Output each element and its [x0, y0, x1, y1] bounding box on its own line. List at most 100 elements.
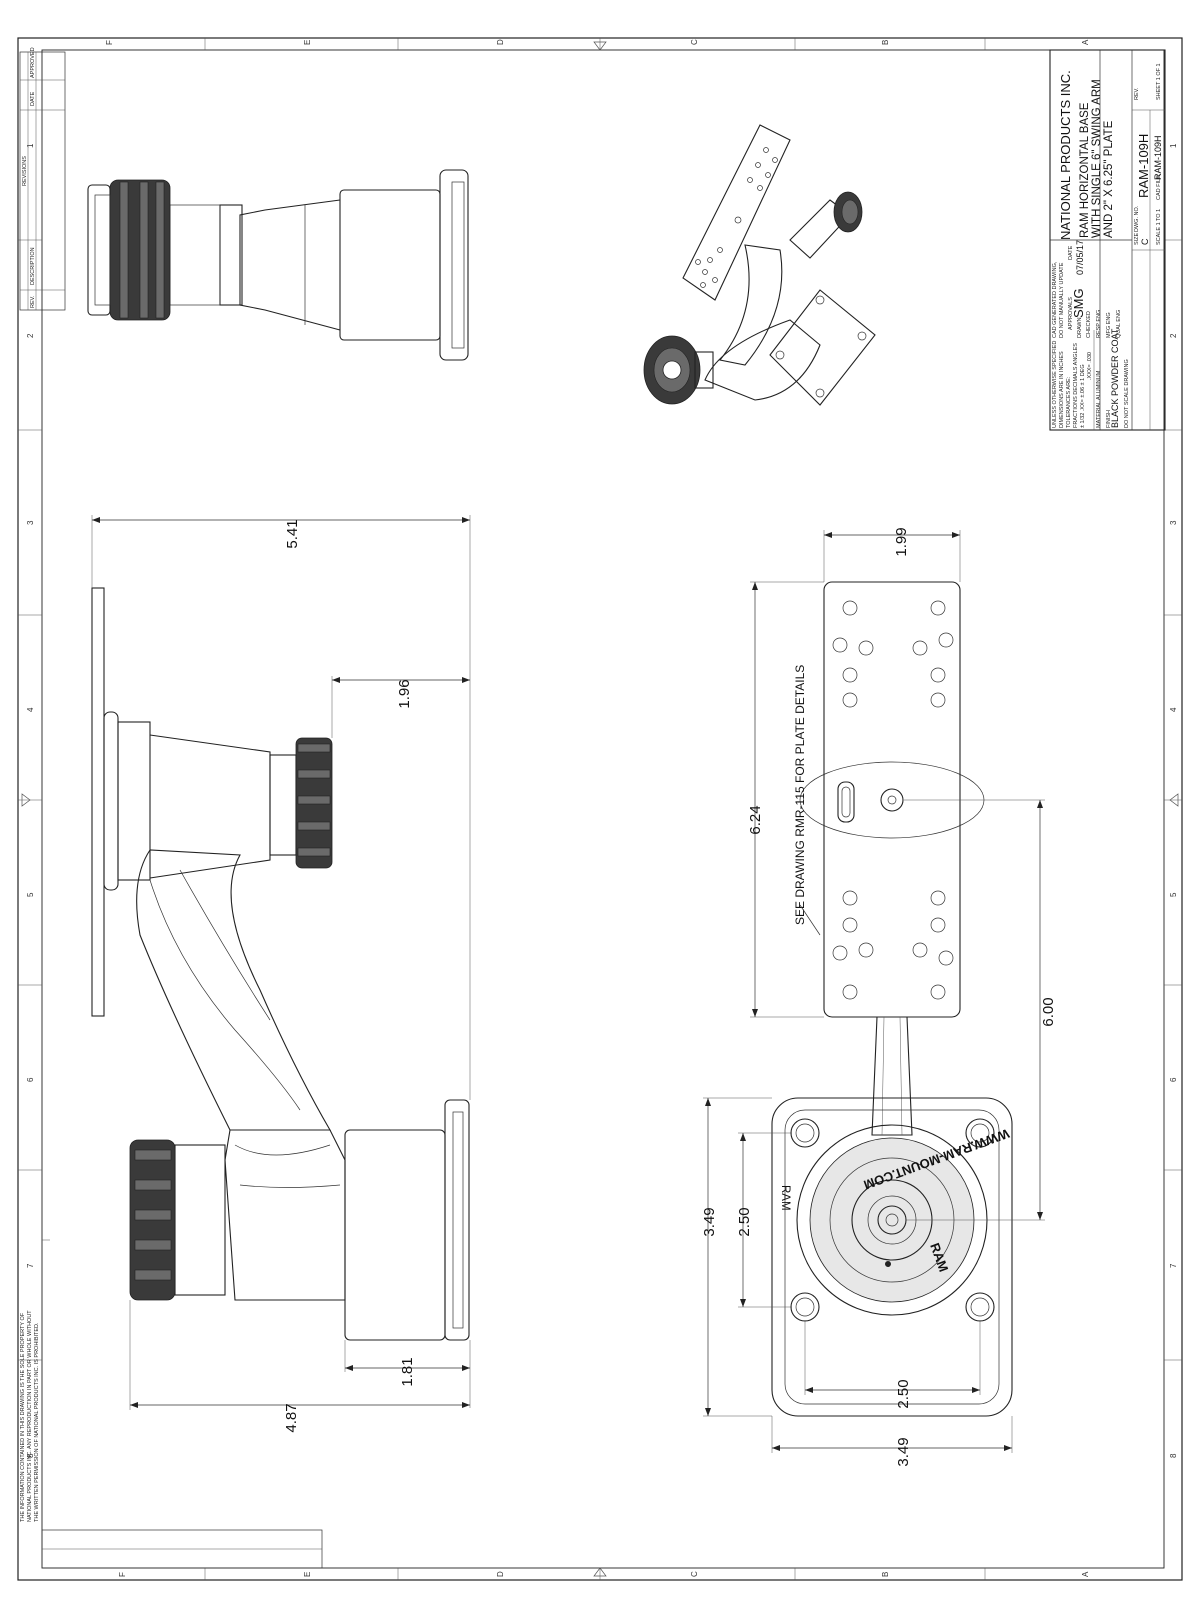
zone-letter: A [1081, 39, 1090, 45]
plate-details-note: SEE DRAWING RMR-115 FOR PLATE DETAILS [793, 665, 807, 925]
material-value: ALUMINUM [1096, 370, 1102, 400]
zone-letter: C [690, 39, 699, 45]
drawn-label: DRAWN [1077, 317, 1083, 338]
revisions-col-description: DESCRIPTION [30, 247, 36, 285]
spec-line-6: .XXX= .030 [1087, 352, 1093, 380]
cad-line-2: DO NOT MANUALLY UPDATE [1059, 262, 1065, 338]
isometric-view [643, 124, 876, 406]
zone-number: 7 [26, 1263, 35, 1268]
outer-border [17, 37, 1183, 1581]
legal-line-3: THE WRITTEN PERMISSION OF NATIONAL PRODU… [34, 1322, 40, 1522]
sheet-label: SHEET 1 OF 1 [1156, 63, 1162, 100]
center-mark-top [593, 41, 607, 51]
finish-value: BLACK POWDER COAT [1110, 328, 1120, 428]
ram-logo-text: RAM [779, 1185, 791, 1211]
revisions-col-approved: APPROVED [30, 47, 36, 78]
legal-line-2: NATIONAL PRODUCTS INC. ANY REPRODUCTION … [27, 1310, 33, 1522]
zone-letters-bottom: F E D C B A [118, 1571, 1090, 1577]
revisions-table: REVISIONS REV. DESCRIPTION DATE APPROVED [19, 47, 66, 311]
center-mark-right [1169, 793, 1179, 807]
side-view [91, 587, 470, 1341]
dim-side-total-length: 5.41 [284, 519, 301, 548]
cad-file-value: RAM-109H [1153, 135, 1163, 180]
size-value: C [1140, 238, 1150, 245]
side-view-dimensions: 5.41 1.96 1.81 4.87 [91, 515, 471, 1433]
qual-eng-label: QUAL ENG [1116, 310, 1122, 338]
dim-side-overall: 4.87 [283, 1403, 300, 1432]
zone-number: 8 [26, 1453, 35, 1458]
zone-numbers-left: 1 2 3 4 5 6 7 8 [26, 143, 35, 1458]
do-not-scale: DO NOT SCALE DRAWING [1124, 359, 1130, 428]
dim-side-base-height: 1.81 [399, 1357, 416, 1386]
drawn-value: SMG [1071, 288, 1086, 318]
zone-number: 2 [1169, 333, 1178, 338]
zone-letter: D [496, 39, 505, 45]
inner-border [41, 49, 1165, 1569]
dim-side-knob-offset: 1.96 [396, 679, 413, 708]
checked-label: CHECKED [1086, 311, 1092, 338]
zone-ticks [18, 38, 1182, 1580]
dim-top-plate-width: 1.99 [893, 527, 910, 556]
zone-letter: B [881, 40, 890, 45]
zone-letters-top: F E D C B A [105, 39, 1090, 45]
company-name: NATIONAL PRODUCTS INC. [1058, 70, 1073, 240]
approvals-label: APPROVALS [1068, 297, 1074, 330]
dim-top-center-distance: 6.00 [1040, 997, 1057, 1026]
rev-label: REV. [1134, 87, 1140, 100]
dim-top-base-hole-h: 2.50 [895, 1379, 912, 1408]
spec-line-4: FRACTIONS DECIMALS ANGLES [1073, 343, 1079, 428]
zone-letter: E [303, 40, 312, 45]
zone-number: 5 [26, 892, 35, 897]
size-label: SIZE [1134, 232, 1140, 245]
scale-label: SCALE 1 TO 1 [1156, 209, 1162, 245]
cad-file-label: CAD FILE: [1156, 173, 1162, 200]
spec-line-3: TOLERANCES ARE: [1066, 376, 1072, 428]
zone-number: 7 [1169, 1263, 1178, 1268]
zone-number: 1 [1169, 143, 1178, 148]
dim-top-base-outer-h: 3.49 [895, 1437, 912, 1466]
zone-letter: F [118, 1572, 127, 1577]
zone-number: 8 [1169, 1453, 1178, 1458]
zone-number: 1 [26, 143, 35, 148]
end-view [87, 169, 469, 361]
mfg-eng-label: MFG ENG [1106, 312, 1112, 338]
spec-line-2: DIMENSIONS ARE IN INCHES [1059, 351, 1065, 428]
zone-letter: E [303, 1572, 312, 1577]
approvals-date-label: DATE [1068, 245, 1074, 260]
zone-letter: D [496, 1571, 505, 1577]
spec-line-1: UNLESS OTHERWISE SPECIFIED [1052, 341, 1058, 428]
legal-notice: THE INFORMATION CONTAINED IN THIS DRAWIN… [20, 1239, 323, 1569]
title-line-3: AND 2" X 6.25" PLATE [1103, 120, 1115, 238]
resp-eng-label: RESP ENG [1096, 310, 1102, 338]
title-block: NATIONAL PRODUCTS INC. RAM HORIZONTAL BA… [1049, 49, 1166, 431]
zone-numbers-right: 1 2 3 4 5 6 7 8 [1169, 143, 1178, 1458]
title-line-2: WITH SINGLE 6" SWING ARM [1091, 79, 1103, 238]
zone-number: 3 [26, 520, 35, 525]
zone-letter: B [881, 1572, 890, 1577]
zone-number: 3 [1169, 520, 1178, 525]
dim-top-plate-length: 6.24 [747, 805, 764, 834]
zone-letter: C [690, 1571, 699, 1577]
drawn-date: 07/05/17 [1075, 240, 1085, 275]
dwg-no-value: RAM-109H [1136, 134, 1151, 198]
zone-letter: A [1081, 1571, 1090, 1577]
zone-number: 4 [1169, 707, 1178, 712]
finish-label: FINISH [1106, 410, 1112, 428]
dwg-no-label: DWG. NO. [1134, 205, 1140, 232]
title-line-1: RAM HORIZONTAL BASE [1079, 102, 1091, 238]
zone-letter: F [105, 40, 114, 45]
spec-line-5: ± 1/32 .XX= ±.06 ± 1 DEG [1080, 364, 1086, 428]
dim-top-base-hole-v: 2.50 [736, 1207, 753, 1236]
zone-number: 4 [26, 707, 35, 712]
top-view: RAM WWW.RAM-MOUNT.COM RAM [771, 581, 1013, 1417]
zone-number: 6 [26, 1077, 35, 1082]
zone-number: 6 [1169, 1077, 1178, 1082]
top-view-dimensions: 1.99 6.24 6.00 3.49 2.50 2.50 3.49 SEE D… [701, 527, 1057, 1466]
zone-number: 2 [26, 333, 35, 338]
zone-number: 5 [1169, 892, 1178, 897]
revisions-title: REVISIONS [22, 156, 28, 186]
center-mark-left [21, 793, 31, 807]
cad-line-1: CAD GENERATED DRAWING, [1052, 261, 1058, 338]
